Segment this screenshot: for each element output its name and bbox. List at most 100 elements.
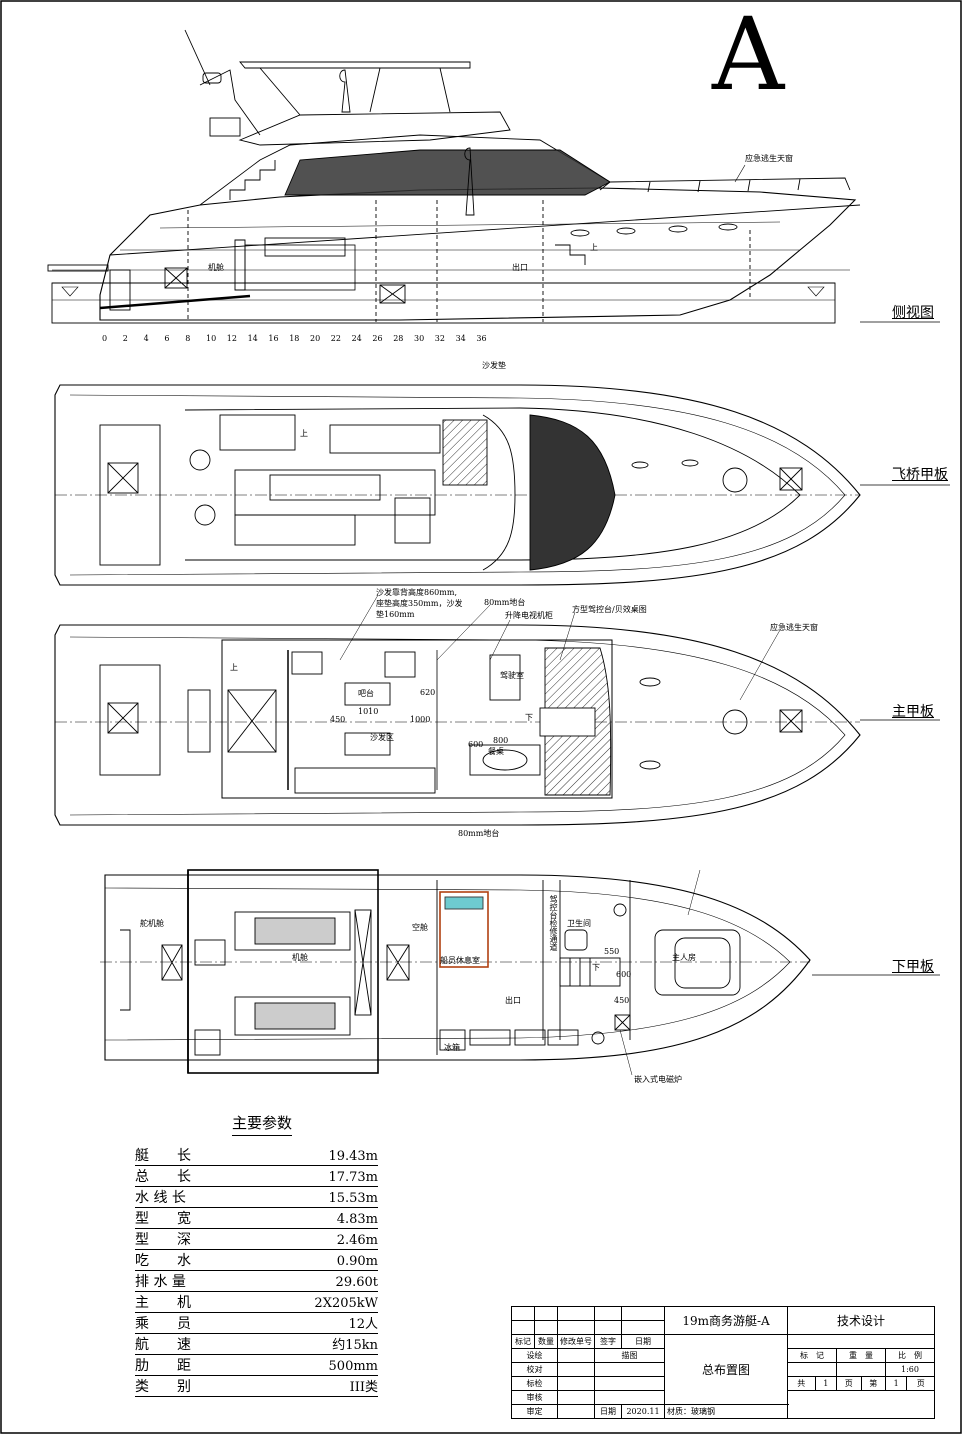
lower-dim-550: 550	[604, 947, 620, 956]
main-down: 下	[525, 713, 533, 722]
scale-tick: 34	[455, 334, 466, 343]
lower-void: 空舱	[412, 923, 428, 932]
view-label-main: 主甲板	[892, 704, 934, 720]
params-title: 主要参数	[232, 1112, 293, 1136]
param-value: 17.73m	[328, 1170, 378, 1185]
tb-project: 19m商务游艇-A	[664, 1306, 788, 1335]
param-key: 吃 水	[135, 1253, 191, 1269]
tb-hdr-mark: 标记	[511, 1334, 535, 1349]
param-key: 航 速	[135, 1337, 191, 1353]
scale-tick: 24	[351, 334, 362, 343]
param-key: 乘 员	[135, 1316, 191, 1332]
view-label-flybridge: 飞桥甲板	[892, 467, 948, 483]
main-dim-800: 800	[493, 736, 509, 745]
tb-date: 2020.11	[621, 1404, 665, 1419]
view-label-side: 侧视图	[892, 305, 934, 321]
scale-tick: 0	[102, 334, 108, 343]
main-deck-plan	[54, 594, 861, 826]
param-value: 500mm	[328, 1359, 378, 1374]
tb-sheet-no-label: 第	[860, 1376, 886, 1391]
scale-tick: 32	[434, 334, 445, 343]
scale-tick: 12	[226, 334, 237, 343]
param-row: 型 宽 4.83m	[135, 1208, 378, 1229]
param-value: 约15kn	[332, 1338, 378, 1353]
lower-wc: 卫生间	[567, 919, 591, 928]
main-emergency-window: 应急逃生天窗	[770, 623, 818, 632]
tb-hdr-sign: 签字	[594, 1334, 622, 1349]
lower-crew: 船员休息室	[440, 956, 480, 965]
fb-up: 上	[300, 429, 308, 438]
main-dim-1010: 1010	[358, 707, 379, 716]
scale-tick: 10	[206, 334, 217, 343]
param-row: 航 速 约15kn	[135, 1334, 378, 1355]
tb-hdr-qty: 数量	[534, 1334, 558, 1349]
tb-scale: 1:60	[885, 1362, 935, 1377]
main-sofa-area: 沙发区	[370, 733, 394, 742]
scale-tick: 26	[372, 334, 383, 343]
lower-dim-450: 450	[614, 996, 630, 1005]
param-key: 型 深	[135, 1232, 191, 1248]
scale-tick: 14	[247, 334, 258, 343]
view-label-lower: 下甲板	[892, 959, 934, 975]
param-value: 29.60t	[335, 1275, 378, 1290]
tb-date-label: 日期	[594, 1404, 622, 1419]
tb-sheet-no: 1	[884, 1376, 908, 1391]
lower-fridge: 冰箱	[444, 1043, 460, 1052]
scale-tick: 22	[330, 334, 341, 343]
main-80-floor: 80mm地台	[458, 829, 500, 838]
scale-tick: 8	[185, 334, 191, 343]
main-sofa-note-1: 沙发靠背高度860mm,	[376, 588, 457, 597]
tb-approve: 审定	[511, 1404, 558, 1419]
lower-deck-plan	[100, 869, 811, 1076]
lower-engine: 机舱	[292, 953, 308, 962]
scale-tick: 4	[143, 334, 149, 343]
lower-induction: 嵌入式电磁炉	[634, 1075, 682, 1084]
param-row: 总 长 17.73m	[135, 1166, 378, 1187]
lower-master: 主人房	[672, 953, 696, 962]
tb-drawn: 描图	[594, 1348, 665, 1363]
main-dim-450: 450	[330, 715, 346, 724]
scale-tick: 2	[122, 334, 128, 343]
tb-hdr-date: 日期	[621, 1334, 665, 1349]
side-out-door: 出口	[512, 263, 528, 272]
param-value: 2.46m	[336, 1233, 378, 1248]
lower-dim-600: 600	[616, 970, 632, 979]
tb-check: 校对	[511, 1362, 558, 1377]
lower-down: 下	[592, 963, 600, 972]
main-sofa-note-3: 垫160mm	[376, 610, 415, 619]
main-bar: 吧台	[358, 689, 374, 698]
scale-tick: 20	[310, 334, 321, 343]
param-value: 12人	[348, 1317, 378, 1332]
main-sofa-note-2: 座垫高度350mm，沙发	[376, 599, 463, 608]
tb-ratio-label: 比 例	[885, 1348, 935, 1363]
param-value: 15.53m	[328, 1191, 378, 1206]
tb-sheets-total: 1	[814, 1376, 838, 1391]
tb-material: 材质：玻璃钢	[664, 1404, 788, 1419]
tb-weight: 重 量	[836, 1348, 886, 1363]
param-key: 型 宽	[135, 1211, 191, 1227]
side-emergency-window: 应急逃生天窗	[745, 154, 793, 163]
main-wheelhouse: 驾驶室	[500, 671, 524, 680]
scale-tick: 30	[414, 334, 425, 343]
param-row: 型 深 2.46m	[135, 1229, 378, 1250]
param-value: 4.83m	[336, 1212, 378, 1227]
main-up: 上	[230, 663, 238, 672]
scale-tick: 6	[164, 334, 170, 343]
tb-stage: 技术设计	[787, 1306, 935, 1335]
param-value: 19.43m	[328, 1149, 378, 1164]
param-key: 类 别	[135, 1379, 191, 1395]
side-up: 上	[590, 243, 598, 252]
tb-review: 审核	[511, 1390, 558, 1405]
main-dim-600: 600	[468, 740, 484, 749]
side-engine-room: 机舱	[208, 263, 224, 272]
param-row: 乘 员 12人	[135, 1313, 378, 1334]
param-key: 总 长	[135, 1169, 191, 1185]
